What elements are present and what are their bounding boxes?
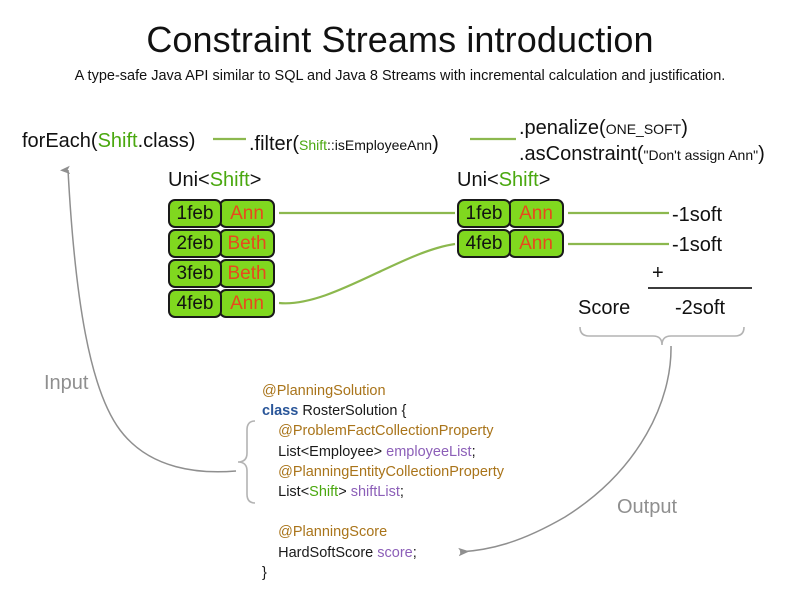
code-token-anno: @PlanningEntityCollectionProperty	[278, 463, 505, 480]
for-each-tail: .class)	[137, 130, 196, 152]
code-token-plain: }	[262, 564, 267, 581]
page-title: Constraint Streams introduction	[146, 19, 654, 60]
score-label: Score	[578, 297, 631, 319]
expression-penalize: .penalize(ONE_SOFT)	[519, 115, 688, 142]
tuple-employee: Beth	[219, 259, 275, 288]
as-constraint-call: .asConstraint(	[519, 143, 644, 165]
code-line: class RosterSolution {	[262, 401, 504, 421]
for-each-type: Shift	[97, 130, 138, 152]
code-line: @ProblemFactCollectionProperty	[262, 421, 504, 441]
code-token-plain: RosterSolution {	[298, 403, 407, 420]
table-row[interactable]: 1feb Ann	[168, 199, 275, 228]
uni-caption-type: Shift	[209, 169, 250, 191]
code-token-anno: @ProblemFactCollectionProperty	[278, 423, 494, 440]
code-indent	[262, 545, 278, 561]
uni-caption-type: Shift	[498, 169, 539, 191]
expression-as-constraint: .asConstraint("Don't assign Ann")	[519, 141, 765, 168]
tuple-link-4feb	[278, 242, 456, 305]
score-impact-2: -1soft	[672, 234, 723, 256]
code-token-field: score	[377, 544, 413, 561]
code-token-typeg: Shift	[309, 483, 339, 500]
tuple-date: 2feb	[168, 229, 222, 258]
tuple-date: 1feb	[168, 199, 222, 228]
table-row[interactable]: 2feb Beth	[168, 229, 275, 258]
code-indent	[262, 444, 278, 460]
code-line: List<Employee> employeeList;	[262, 442, 504, 462]
code-token-plain: >	[338, 483, 351, 500]
uni-caption-filtered: Uni<Shift>	[457, 168, 550, 192]
page-subtitle: A type-safe Java API similar to SQL and …	[74, 68, 726, 84]
code-token-field: shiftList	[350, 483, 400, 500]
tuple-employee: Ann	[219, 199, 275, 228]
code-token-plain: List<Employee>	[278, 443, 387, 460]
filter-call: .filter(	[249, 133, 299, 155]
score-operator: +	[652, 262, 664, 284]
tuple-date: 4feb	[457, 229, 511, 258]
filter-arg-type: Shift	[299, 137, 328, 153]
code-fields-brace	[237, 420, 256, 504]
uni-caption-suffix: >	[249, 169, 262, 191]
code-line: HardSoftScore score;	[262, 543, 504, 563]
uni-caption-prefix: Uni<	[457, 169, 499, 191]
code-token-plain: ;	[471, 443, 476, 460]
tuple-employee: Beth	[219, 229, 275, 258]
input-flow-label: Input	[44, 372, 89, 394]
tuple-employee: Ann	[219, 289, 275, 318]
code-token-field: employeeList	[386, 443, 472, 460]
as-constraint-close-paren: )	[758, 143, 765, 165]
code-indent	[262, 423, 278, 439]
score-sum-rule	[648, 287, 752, 289]
table-row[interactable]: 1feb Ann	[457, 199, 564, 228]
expression-for-each: forEach(Shift.class)	[22, 128, 195, 154]
filter-close-paren: )	[432, 133, 439, 155]
score-brace	[579, 326, 745, 346]
table-row[interactable]: 3feb Beth	[168, 259, 275, 288]
code-token-kw: class	[262, 403, 299, 420]
code-line: @PlanningScore	[262, 522, 504, 542]
code-token-plain: HardSoftScore	[278, 544, 378, 561]
code-line: @PlanningSolution	[262, 381, 504, 401]
tuple-employee: Ann	[508, 229, 564, 258]
code-line: }	[262, 563, 504, 583]
penalize-call: .penalize(	[519, 117, 606, 139]
penalize-arg: ONE_SOFT	[605, 121, 682, 137]
filter-arg-tail: ::isEmployeeAnn	[327, 137, 433, 153]
uni-caption-suffix: >	[538, 169, 551, 191]
table-row[interactable]: 4feb Ann	[168, 289, 275, 318]
tuple-date: 1feb	[457, 199, 511, 228]
tuple-date: 4feb	[168, 289, 222, 318]
code-indent	[262, 484, 278, 500]
uni-caption-source: Uni<Shift>	[168, 168, 261, 192]
code-token-plain: ;	[412, 544, 417, 561]
for-each-call: forEach(	[22, 130, 98, 152]
tuple-date: 3feb	[168, 259, 222, 288]
as-constraint-arg: "Don't assign Ann"	[643, 147, 759, 163]
score-total: -2soft	[674, 297, 726, 319]
code-blank-line	[262, 502, 504, 522]
code-token-anno: @PlanningSolution	[262, 383, 386, 399]
code-line: List<Shift> shiftList;	[262, 482, 504, 502]
penalize-close-paren: )	[681, 117, 688, 139]
tuple-stack-source: 1feb Ann 2feb Beth 3feb Beth 4feb Ann	[168, 199, 275, 319]
code-token-anno: @PlanningScore	[278, 524, 388, 541]
tuple-employee: Ann	[508, 199, 564, 228]
code-indent	[262, 464, 278, 480]
table-row[interactable]: 4feb Ann	[457, 229, 564, 258]
code-token-plain: List<	[278, 483, 310, 500]
code-token-plain: ;	[399, 483, 404, 500]
expression-filter: .filter(Shift::isEmployeeAnn)	[249, 131, 439, 158]
tuple-stack-filtered: 1feb Ann 4feb Ann	[457, 199, 564, 259]
uni-caption-prefix: Uni<	[168, 169, 210, 191]
code-line: @PlanningEntityCollectionProperty	[262, 462, 504, 482]
output-flow-label: Output	[617, 496, 678, 518]
code-indent	[262, 524, 278, 540]
score-impact-1: -1soft	[672, 204, 723, 226]
